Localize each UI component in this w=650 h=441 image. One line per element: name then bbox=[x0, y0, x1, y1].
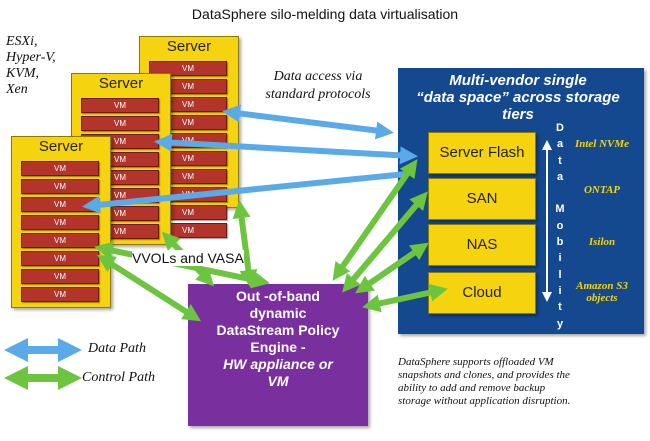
mobility-letter: t bbox=[558, 301, 562, 314]
policy-engine-box: Out -of-band dynamic DataStream Policy E… bbox=[188, 284, 368, 426]
product-isilon: Isilon bbox=[562, 236, 642, 248]
vvols-vasa-label: VVOLs and VASA bbox=[132, 250, 244, 266]
footnote: DataSphere supports offloaded VM snapsho… bbox=[398, 356, 638, 408]
control-path-arrow bbox=[96, 254, 202, 322]
product-line: objects bbox=[586, 292, 618, 304]
hypervisor-name: ESXi, bbox=[6, 34, 38, 49]
mobility-letter: y bbox=[556, 317, 564, 330]
vm-block: VM bbox=[21, 215, 99, 230]
mobility-letter: i bbox=[558, 252, 562, 265]
legend-control-path-label: Control Path bbox=[82, 370, 155, 385]
data-space-panel: Multi-vendor single “data space” across … bbox=[398, 68, 644, 334]
vm-block: VM bbox=[149, 61, 227, 76]
data-space-title-line: tiers bbox=[502, 106, 534, 123]
hypervisor-name: Hyper-V, bbox=[6, 50, 56, 65]
engine-line: HW appliance or bbox=[223, 356, 333, 372]
mobility-letter: M bbox=[555, 203, 565, 216]
product-ontap: ONTAP bbox=[562, 184, 642, 196]
vm-block: VM bbox=[21, 197, 99, 212]
tier-cloud: Cloud bbox=[428, 272, 536, 314]
engine-line: VM bbox=[267, 373, 289, 389]
footnote-line: DataSphere supports offloaded VM bbox=[398, 356, 554, 368]
data-access-line: Data access via bbox=[273, 69, 363, 84]
engine-line: Out -of-band bbox=[236, 288, 320, 304]
engine-line: Engine - bbox=[250, 339, 306, 355]
vm-block: VM bbox=[21, 251, 99, 266]
mobility-letter: i bbox=[558, 284, 562, 297]
mobility-letter: l bbox=[558, 268, 562, 281]
footnote-line: snapshots and clones, and provides the bbox=[398, 369, 570, 381]
vm-block: VM bbox=[21, 269, 99, 284]
vm-block: VM bbox=[21, 179, 99, 194]
data-path-arrow bbox=[222, 104, 394, 140]
server-label: Server bbox=[166, 38, 212, 55]
vm-block: VM bbox=[21, 233, 99, 248]
server-front: Server VM VM VM VM VM VM VM VM bbox=[11, 136, 111, 308]
vm-block: VM bbox=[81, 98, 159, 113]
engine-line: DataStream Policy bbox=[216, 322, 340, 338]
tier-san: SAN bbox=[428, 178, 536, 220]
mobility-letter: a bbox=[556, 170, 564, 183]
mobility-letter: t bbox=[558, 154, 562, 167]
mobility-letter: o bbox=[556, 219, 564, 232]
data-space-title: Multi-vendor single “data space” across … bbox=[398, 72, 638, 123]
vm-block: VM bbox=[21, 161, 99, 176]
mobility-letter: a bbox=[556, 138, 564, 151]
tier-server-flash: Server Flash bbox=[428, 132, 536, 174]
footnote-line: ability to add and remove backup bbox=[398, 382, 546, 394]
product-intel-nvme: Intel NVMe bbox=[562, 138, 642, 150]
footnote-line: storage without application disruption. bbox=[398, 395, 571, 407]
vm-block: VM bbox=[81, 116, 159, 131]
product-line: Amazon S3 bbox=[576, 280, 628, 292]
diagram-title: DataSphere silo-melding data virtualisat… bbox=[191, 6, 459, 22]
hypervisor-name: Xen bbox=[6, 82, 28, 97]
hypervisor-name: KVM, bbox=[6, 66, 40, 81]
product-line: Isilon bbox=[588, 236, 616, 248]
data-space-title-line: Multi-vendor single bbox=[449, 72, 587, 89]
tier-nas: NAS bbox=[428, 224, 536, 266]
mobility-letter: b bbox=[556, 236, 564, 249]
vm-block: VM bbox=[21, 287, 99, 302]
server-label: Server bbox=[98, 75, 144, 92]
server-label: Server bbox=[38, 138, 84, 155]
control-path-arrow bbox=[232, 200, 258, 288]
engine-line: dynamic bbox=[249, 305, 307, 321]
product-line: Intel NVMe bbox=[574, 138, 630, 150]
mobility-letter: D bbox=[556, 122, 564, 134]
hypervisor-list: ESXi, Hyper-V, KVM, Xen bbox=[6, 34, 76, 98]
data-space-title-line: “data space” across storage bbox=[416, 89, 620, 106]
product-line: ONTAP bbox=[583, 184, 621, 196]
legend-data-path-label: Data Path bbox=[88, 341, 146, 356]
data-access-line: standard protocols bbox=[265, 87, 371, 102]
data-access-label: Data access via standard protocols bbox=[248, 68, 388, 104]
product-amazon-s3: Amazon S3 objects bbox=[562, 280, 642, 304]
